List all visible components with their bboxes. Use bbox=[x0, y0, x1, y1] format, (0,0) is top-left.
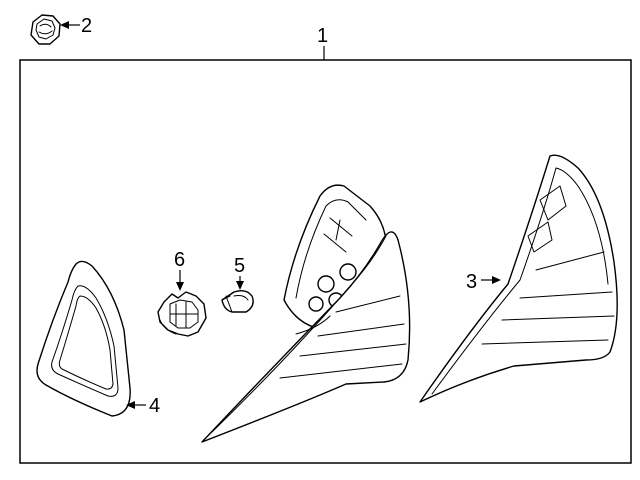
tail-lamp-assembly-icon bbox=[201, 184, 411, 443]
outer-tail-lamp-icon bbox=[419, 154, 618, 403]
callout-3-arrow bbox=[492, 276, 501, 284]
callout-5-arrow bbox=[236, 281, 244, 290]
socket-icon bbox=[157, 291, 207, 337]
callout-2-arrow bbox=[60, 21, 69, 29]
callout-4-label: 4 bbox=[149, 395, 160, 417]
diagram-frame bbox=[19, 59, 632, 464]
callout-6-label: 6 bbox=[174, 249, 185, 271]
callout-3-label: 3 bbox=[466, 271, 477, 293]
callout-2-label: 2 bbox=[81, 15, 92, 37]
callout-1-label: 1 bbox=[317, 25, 328, 47]
callout-6-arrow bbox=[176, 282, 184, 291]
callout-4-arrow bbox=[126, 401, 135, 409]
nut-icon bbox=[30, 14, 61, 45]
callout-5-label: 5 bbox=[234, 255, 245, 277]
gasket-icon bbox=[36, 260, 131, 417]
bulb-icon bbox=[221, 289, 254, 313]
